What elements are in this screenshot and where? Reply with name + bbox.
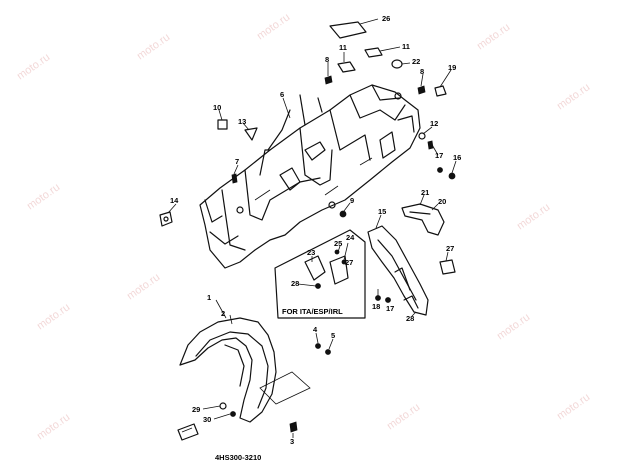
callout-17a: 17	[435, 151, 443, 160]
callout-14: 14	[170, 196, 179, 205]
svg-text:moto.ru: moto.ru	[35, 301, 72, 332]
svg-text:moto.ru: moto.ru	[25, 181, 62, 212]
svg-text:moto.ru: moto.ru	[135, 31, 172, 62]
callout-15: 15	[378, 207, 386, 216]
leader-lines	[167, 18, 457, 438]
rear-inner-fender	[199, 84, 421, 269]
callout-20: 20	[438, 197, 446, 206]
callout-27b: 27	[446, 244, 454, 253]
callout-29: 29	[192, 405, 200, 414]
callout-13: 13	[238, 117, 246, 126]
callout-26: 26	[382, 14, 390, 23]
callout-27a: 27	[345, 258, 353, 267]
svg-text:moto.ru: moto.ru	[555, 81, 592, 112]
callout-16: 16	[453, 153, 461, 162]
callout-12: 12	[430, 119, 438, 128]
bracket-20-21	[401, 203, 445, 236]
inset-caption: FOR ITA/ESP/IRL	[282, 307, 343, 316]
watermark-layer: moto.ru moto.ru moto.ru moto.ru moto.ru …	[15, 11, 592, 442]
callout-22: 22	[412, 57, 420, 66]
callout-24: 24	[346, 233, 355, 242]
callout-23: 23	[307, 248, 315, 257]
callout-4: 4	[313, 325, 318, 334]
callout-7: 7	[235, 157, 239, 166]
callout-30: 30	[203, 415, 211, 424]
callout-9: 9	[350, 196, 354, 205]
callout-6: 6	[280, 90, 284, 99]
callout-28a: 28	[291, 279, 299, 288]
cover-26	[329, 21, 367, 39]
callout-17b: 17	[386, 304, 394, 313]
small-parts	[159, 21, 456, 227]
callout-5: 5	[331, 331, 335, 340]
svg-text:moto.ru: moto.ru	[495, 311, 532, 342]
callout-3: 3	[290, 437, 294, 446]
svg-text:moto.ru: moto.ru	[555, 391, 592, 422]
callout-11b: 11	[402, 42, 410, 51]
callout-19: 19	[448, 63, 456, 72]
callout-2: 2	[221, 309, 225, 318]
svg-text:moto.ru: moto.ru	[35, 411, 72, 442]
front-fender	[179, 314, 277, 423]
callout-8a: 8	[325, 55, 329, 64]
plate-27	[439, 259, 456, 275]
rear-flap-15	[367, 225, 429, 316]
svg-text:moto.ru: moto.ru	[255, 11, 292, 42]
callout-28b: 28	[406, 314, 414, 323]
callout-10: 10	[213, 103, 221, 112]
callout-labels: 26 11 11 22 8 8 19 10 13 6 12 7 17 16 9 …	[170, 14, 461, 446]
svg-text:moto.ru: moto.ru	[125, 271, 162, 302]
diagram-code: 4HS300-3210	[215, 453, 261, 462]
svg-text:moto.ru: moto.ru	[385, 401, 422, 432]
callout-1: 1	[207, 293, 211, 302]
callout-8b: 8	[420, 67, 424, 76]
callout-11a: 11	[339, 43, 347, 52]
inset-region-box: FOR ITA/ESP/IRL	[274, 229, 366, 319]
callout-18: 18	[372, 302, 380, 311]
svg-text:moto.ru: moto.ru	[15, 51, 52, 82]
reflector-piece	[177, 423, 199, 441]
svg-text:moto.ru: moto.ru	[475, 21, 512, 52]
callout-21: 21	[421, 188, 429, 197]
svg-text:moto.ru: moto.ru	[515, 201, 552, 232]
callout-25: 25	[334, 239, 342, 248]
